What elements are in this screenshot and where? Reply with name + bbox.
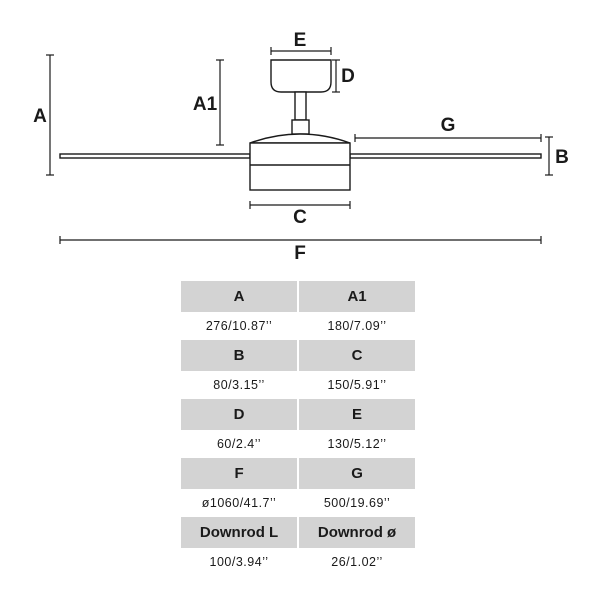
label-d: D [341, 66, 355, 87]
dimensions-table: A A1 276/10.87’’ 180/7.09’’ B C 80/3.15’… [179, 281, 417, 576]
table-header-cell: D [181, 399, 298, 430]
table-value-row: 276/10.87’’ 180/7.09’’ [181, 312, 415, 340]
label-b: B [555, 147, 569, 168]
motor-housing [249, 142, 351, 191]
table-header-row: F G [181, 458, 415, 489]
table-header-cell: G [299, 458, 415, 489]
canopy [270, 59, 332, 93]
table-value-row: 100/3.94’’ 26/1.02’’ [181, 548, 415, 576]
label-a1: A1 [193, 94, 218, 115]
label-e: E [294, 30, 307, 51]
table-header-row: Downrod L Downrod ø [181, 517, 415, 548]
table-value-cell: 180/7.09’’ [327, 319, 387, 333]
table-value-cell: 276/10.87’’ [205, 319, 273, 333]
table-header-row: A A1 [181, 281, 415, 312]
table-header-cell: C [299, 340, 415, 371]
right-blade [349, 153, 542, 159]
table-header-cell: Downrod L [181, 517, 298, 548]
table-value-cell: 60/2.4’’ [216, 437, 262, 451]
table-value-cell: 26/1.02’’ [331, 555, 383, 569]
label-f: F [294, 243, 306, 264]
table-value-cell: ø1060/41.7’’ [201, 496, 277, 510]
table-header-cell: F [181, 458, 298, 489]
table-value-row: ø1060/41.7’’ 500/19.69’’ [181, 489, 415, 517]
table-header-cell: B [181, 340, 298, 371]
downrod-coupler [291, 119, 310, 135]
table-header-row: B C [181, 340, 415, 371]
table-value-cell: 80/3.15’’ [213, 378, 265, 392]
motor-dome [249, 133, 351, 144]
downrod [294, 91, 307, 121]
table-value-cell: 130/5.12’’ [327, 437, 387, 451]
table-header-cell: A1 [299, 281, 415, 312]
label-a: A [33, 106, 47, 127]
label-c: C [293, 207, 307, 228]
table-value-row: 80/3.15’’ 150/5.91’’ [181, 371, 415, 399]
label-g: G [441, 115, 456, 136]
table-header-cell: A [181, 281, 298, 312]
fan-dimension-diagram: A A1 E D G B C F [33, 30, 569, 264]
table-value-row: 60/2.4’’ 130/5.12’’ [181, 430, 415, 458]
table-value-cell: 100/3.94’’ [209, 555, 269, 569]
table-header-row: D E [181, 399, 415, 430]
table-header-cell: Downrod ø [299, 517, 415, 548]
table-value-cell: 500/19.69’’ [323, 496, 391, 510]
left-blade [59, 153, 251, 159]
table-value-cell: 150/5.91’’ [327, 378, 387, 392]
table-header-cell: E [299, 399, 415, 430]
